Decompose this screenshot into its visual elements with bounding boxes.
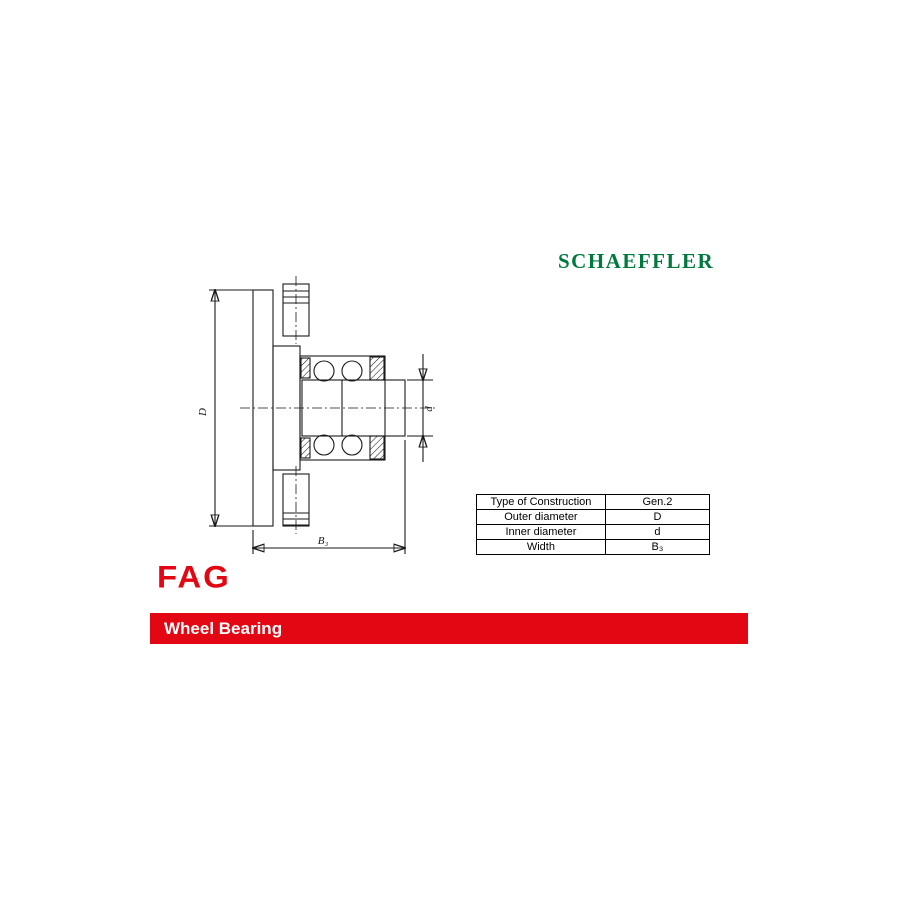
fag-logo: FAG — [157, 558, 231, 595]
spec-label: Outer diameter — [476, 509, 606, 525]
spec-value: Gen.2 — [604, 494, 711, 510]
width-label: B₃ — [318, 535, 329, 547]
dimension-width: B₃ — [253, 440, 405, 554]
spec-row: Inner diameter d — [476, 524, 711, 540]
spec-row: Width B₃ — [476, 539, 711, 555]
spec-value: D — [604, 509, 711, 525]
dimension-outer-diameter: D — [197, 290, 253, 526]
spec-value: d — [604, 524, 711, 540]
product-banner: Wheel Bearing — [150, 613, 748, 644]
spec-row: Type of Construction Gen.2 — [476, 494, 711, 510]
spec-label: Type of Construction — [476, 494, 606, 510]
bearing-balls — [313, 360, 363, 456]
spec-label: Width — [476, 539, 606, 555]
dimension-inner-diameter: d — [407, 354, 435, 462]
seal-hatching — [300, 356, 385, 460]
banner-title: Wheel Bearing — [164, 619, 283, 638]
centerlines — [240, 276, 435, 534]
spec-row: Outer diameter D — [476, 509, 711, 525]
spec-table: Type of Construction Gen.2 Outer diamete… — [476, 494, 711, 555]
spec-label: Inner diameter — [476, 524, 606, 540]
bearing-outline — [299, 355, 406, 461]
spec-value: B₃ — [604, 539, 711, 555]
hub-cross-section-drawing: D d B₃ — [197, 276, 435, 554]
schaeffler-logo: SCHAEFFLER — [558, 249, 715, 273]
outer-diameter-label: D — [197, 408, 209, 417]
hub-flange-outline — [252, 283, 310, 527]
inner-diameter-label: d — [423, 406, 435, 412]
